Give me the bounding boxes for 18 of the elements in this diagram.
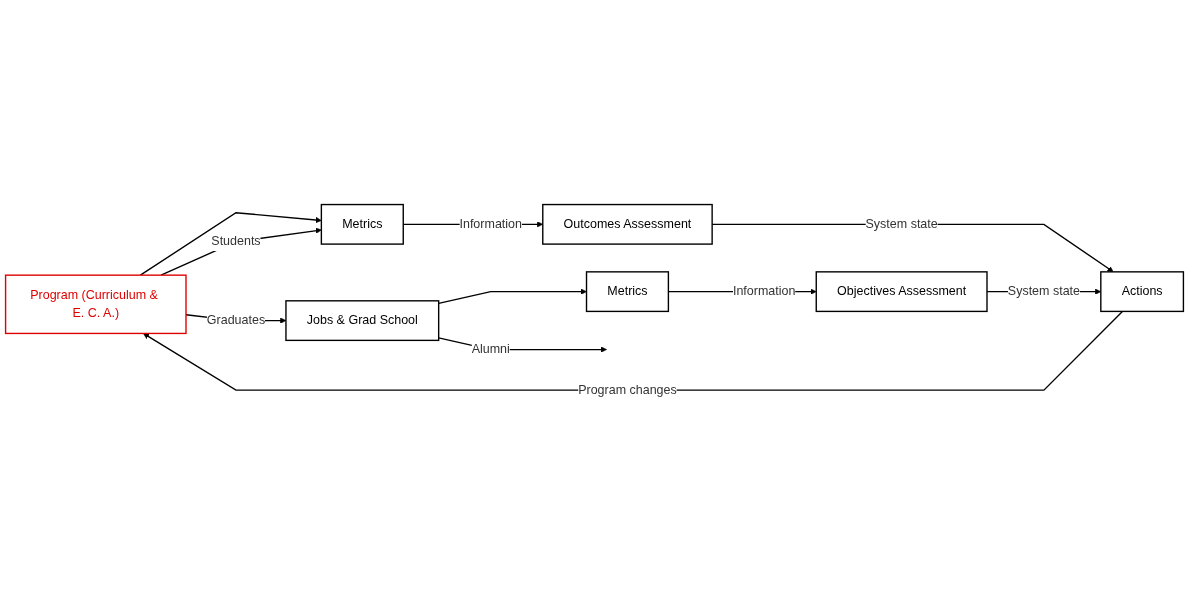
- edge-label: Students: [211, 234, 261, 249]
- edge-label: Graduates: [206, 313, 266, 328]
- node-box: Metrics: [585, 271, 670, 313]
- node-box: Metrics: [320, 203, 404, 245]
- node-box: Outcomes Assessment: [542, 203, 713, 245]
- edge-label: Information: [459, 216, 522, 231]
- edge-label: System state: [1007, 284, 1081, 299]
- node-box: Objectives Assessment: [815, 271, 988, 313]
- arrow: [143, 310, 1124, 391]
- edge-label: Program changes: [578, 382, 677, 397]
- node-box: Jobs & Grad School: [285, 300, 440, 342]
- arrow: [139, 211, 322, 276]
- node-box: Program (Curriculum & E. C. A.): [4, 274, 187, 335]
- edge-label: Information: [732, 284, 796, 299]
- node-box: Actions: [1100, 271, 1185, 313]
- edge-label: System state: [865, 216, 938, 231]
- arrow: [160, 227, 322, 276]
- edge-label: Alumni: [471, 342, 510, 357]
